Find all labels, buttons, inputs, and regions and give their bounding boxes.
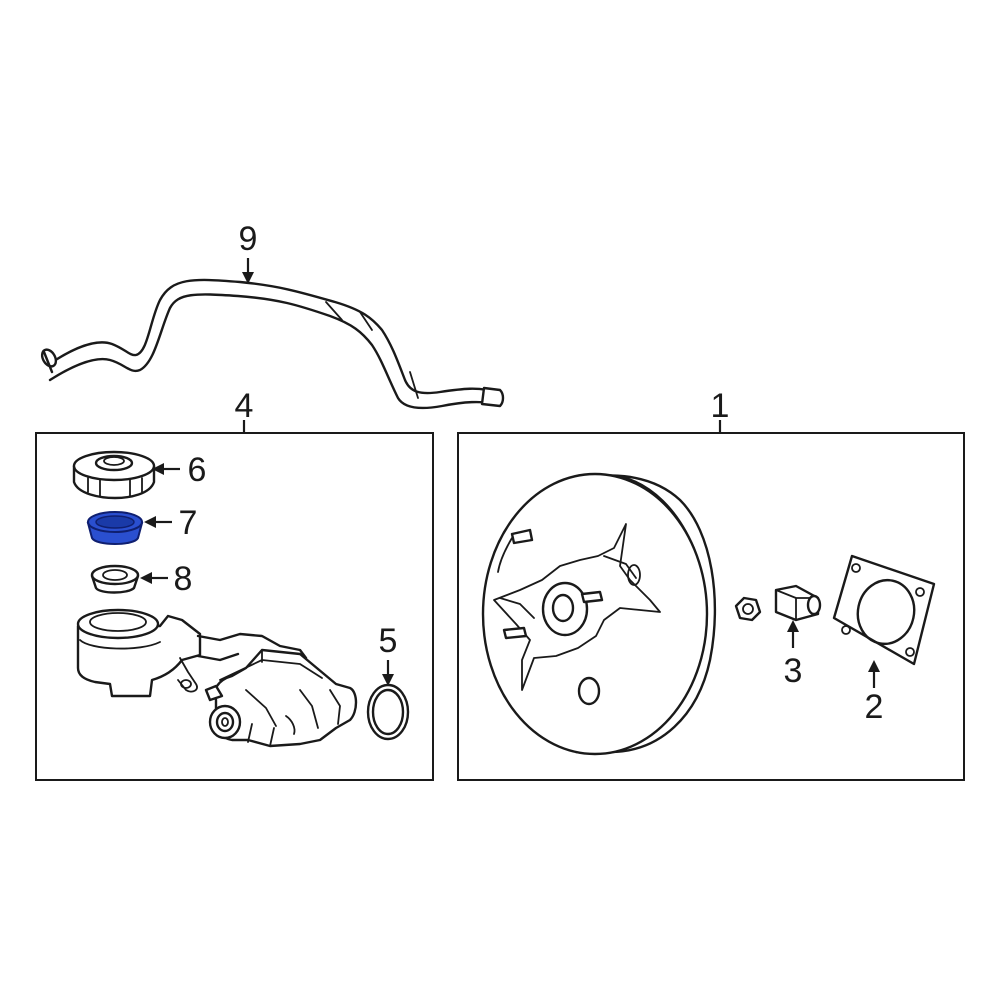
callout-1: 1 — [711, 387, 730, 425]
group-box-4 — [35, 432, 434, 781]
callout-6: 6 — [188, 451, 207, 489]
callout-8: 8 — [174, 560, 193, 598]
brake-booster-part-1[interactable] — [481, 472, 717, 756]
callout-5: 5 — [379, 622, 398, 660]
callout-2: 2 — [865, 688, 884, 726]
group-box-1 — [457, 432, 965, 781]
reservoir-cap-part-6[interactable] — [72, 450, 156, 500]
gasket-part-2[interactable] — [832, 554, 936, 666]
nut-part-3-small[interactable] — [734, 596, 762, 622]
reservoir-strainer-part-7[interactable] — [86, 511, 144, 545]
callout-4: 4 — [235, 387, 254, 425]
callout-3: 3 — [784, 652, 803, 690]
callout-7: 7 — [179, 504, 198, 542]
clevis-part-3[interactable] — [774, 584, 822, 622]
o-ring-part-5[interactable] — [366, 683, 410, 741]
reservoir-seal-part-8[interactable] — [90, 564, 140, 594]
master-cylinder-assembly-part-4[interactable] — [76, 608, 358, 748]
callout-9: 9 — [239, 220, 258, 258]
vacuum-hose-part-9[interactable] — [39, 278, 505, 410]
